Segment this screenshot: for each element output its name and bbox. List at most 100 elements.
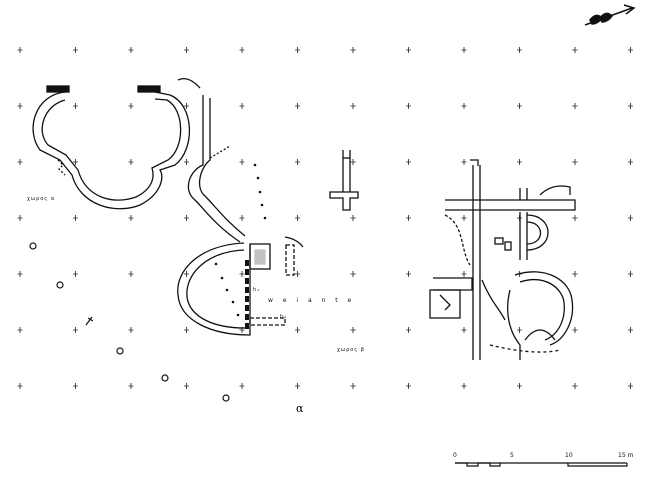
grid-cross-marker [461,327,467,333]
grid-cross-marker [628,103,633,109]
label-h2: h₂ [280,314,287,320]
grid-cross-marker [239,159,245,165]
grid-cross-marker [73,383,78,389]
grid-cross-marker [406,47,411,53]
cross-shaped-tomb [329,150,359,211]
grid-cross-marker [128,47,134,53]
grid-cross-marker [295,103,300,109]
grid-cross-marker [17,383,23,389]
grid-cross-marker [572,383,578,389]
grid-cross-marker [406,383,411,389]
grid-cross-marker [628,215,633,221]
grid-cross-marker [295,159,300,165]
column-base-dot [253,163,257,167]
grid-cross-marker [73,159,78,165]
grid-cross-marker [295,383,300,389]
grid-cross-marker [406,327,411,333]
grid-cross-marker [184,215,189,221]
column-base-dot [214,262,218,266]
grid-cross-marker [350,383,356,389]
grid-cross-marker [517,383,522,389]
east-building-complex [429,159,576,360]
survey-grid-crosses [17,47,633,389]
grid-cross-marker [406,159,411,165]
grid-cross-marker [572,159,578,165]
grid-cross-marker [461,215,467,221]
grid-cross-marker [128,271,134,277]
grid-cross-marker [184,159,189,165]
column-base-dot [225,288,229,292]
label-room-a: χωρος α [27,196,55,202]
scale-tick-0: 0 [453,452,457,459]
grid-cross-marker [628,47,633,53]
grid-cross-marker [239,103,245,109]
grid-cross-marker [128,159,134,165]
grid-cross-marker [295,327,300,333]
column-base-dot [260,203,264,207]
grid-cross-marker [406,215,411,221]
grid-cross-marker [406,271,411,277]
grid-cross-marker [17,47,23,53]
grid-cross-marker [17,215,23,221]
label-room-b: χωρος β [337,347,365,353]
grid-cross-marker [128,103,134,109]
grid-cross-marker [17,159,23,165]
column-base-dot [258,190,262,194]
grid-cross-marker [572,271,578,277]
grid-cross-marker [128,383,134,389]
trefoil-church-structure [32,85,191,210]
grid-cross-marker [517,159,522,165]
grid-cross-marker [461,159,467,165]
grid-cross-marker [73,103,78,109]
grid-cross-marker [295,215,300,221]
grid-cross-marker [517,103,522,109]
column-base-dot [231,300,235,304]
grid-cross-marker [461,47,467,53]
grid-cross-marker [350,271,356,277]
grid-cross-marker [350,47,356,53]
grid-cross-marker [350,159,356,165]
grid-cross-marker [184,327,189,333]
column-bases-row [214,163,267,317]
grid-cross-marker [184,103,189,109]
grid-cross-marker [572,327,578,333]
grid-cross-marker [350,215,356,221]
column-base-dot [256,176,260,180]
grid-cross-marker [239,271,245,277]
grid-cross-marker [17,327,23,333]
grid-cross-marker [461,383,467,389]
grid-cross-marker [461,271,467,277]
label-corridor: w e i a n t e [268,297,355,304]
label-h1: h₁ [253,287,260,293]
grid-cross-marker [184,47,189,53]
grid-cross-marker [628,159,633,165]
grid-cross-marker [239,47,245,53]
scattered-finds [29,242,230,402]
grid-cross-marker [461,103,467,109]
grid-cross-marker [572,103,578,109]
grid-cross-marker [517,47,522,53]
grid-cross-marker [239,383,245,389]
grid-cross-marker [73,215,78,221]
grid-cross-marker [350,103,356,109]
column-base-dot [220,276,224,280]
scale-tick-5: 5 [510,452,514,459]
grid-cross-marker [73,271,78,277]
grid-cross-marker [184,383,189,389]
grid-cross-marker [517,327,522,333]
grid-cross-marker [184,271,189,277]
column-base-dot [263,216,267,220]
central-basilica-structure [177,77,304,336]
grid-cross-marker [628,383,633,389]
grid-cross-marker [350,327,356,333]
grid-cross-marker [295,271,300,277]
grid-cross-marker [572,47,578,53]
grid-cross-marker [128,327,134,333]
grid-cross-marker [572,215,578,221]
grid-cross-marker [73,327,78,333]
scale-tick-10: 10 [565,452,573,459]
grid-cross-marker [295,47,300,53]
scale-bar [455,462,628,467]
